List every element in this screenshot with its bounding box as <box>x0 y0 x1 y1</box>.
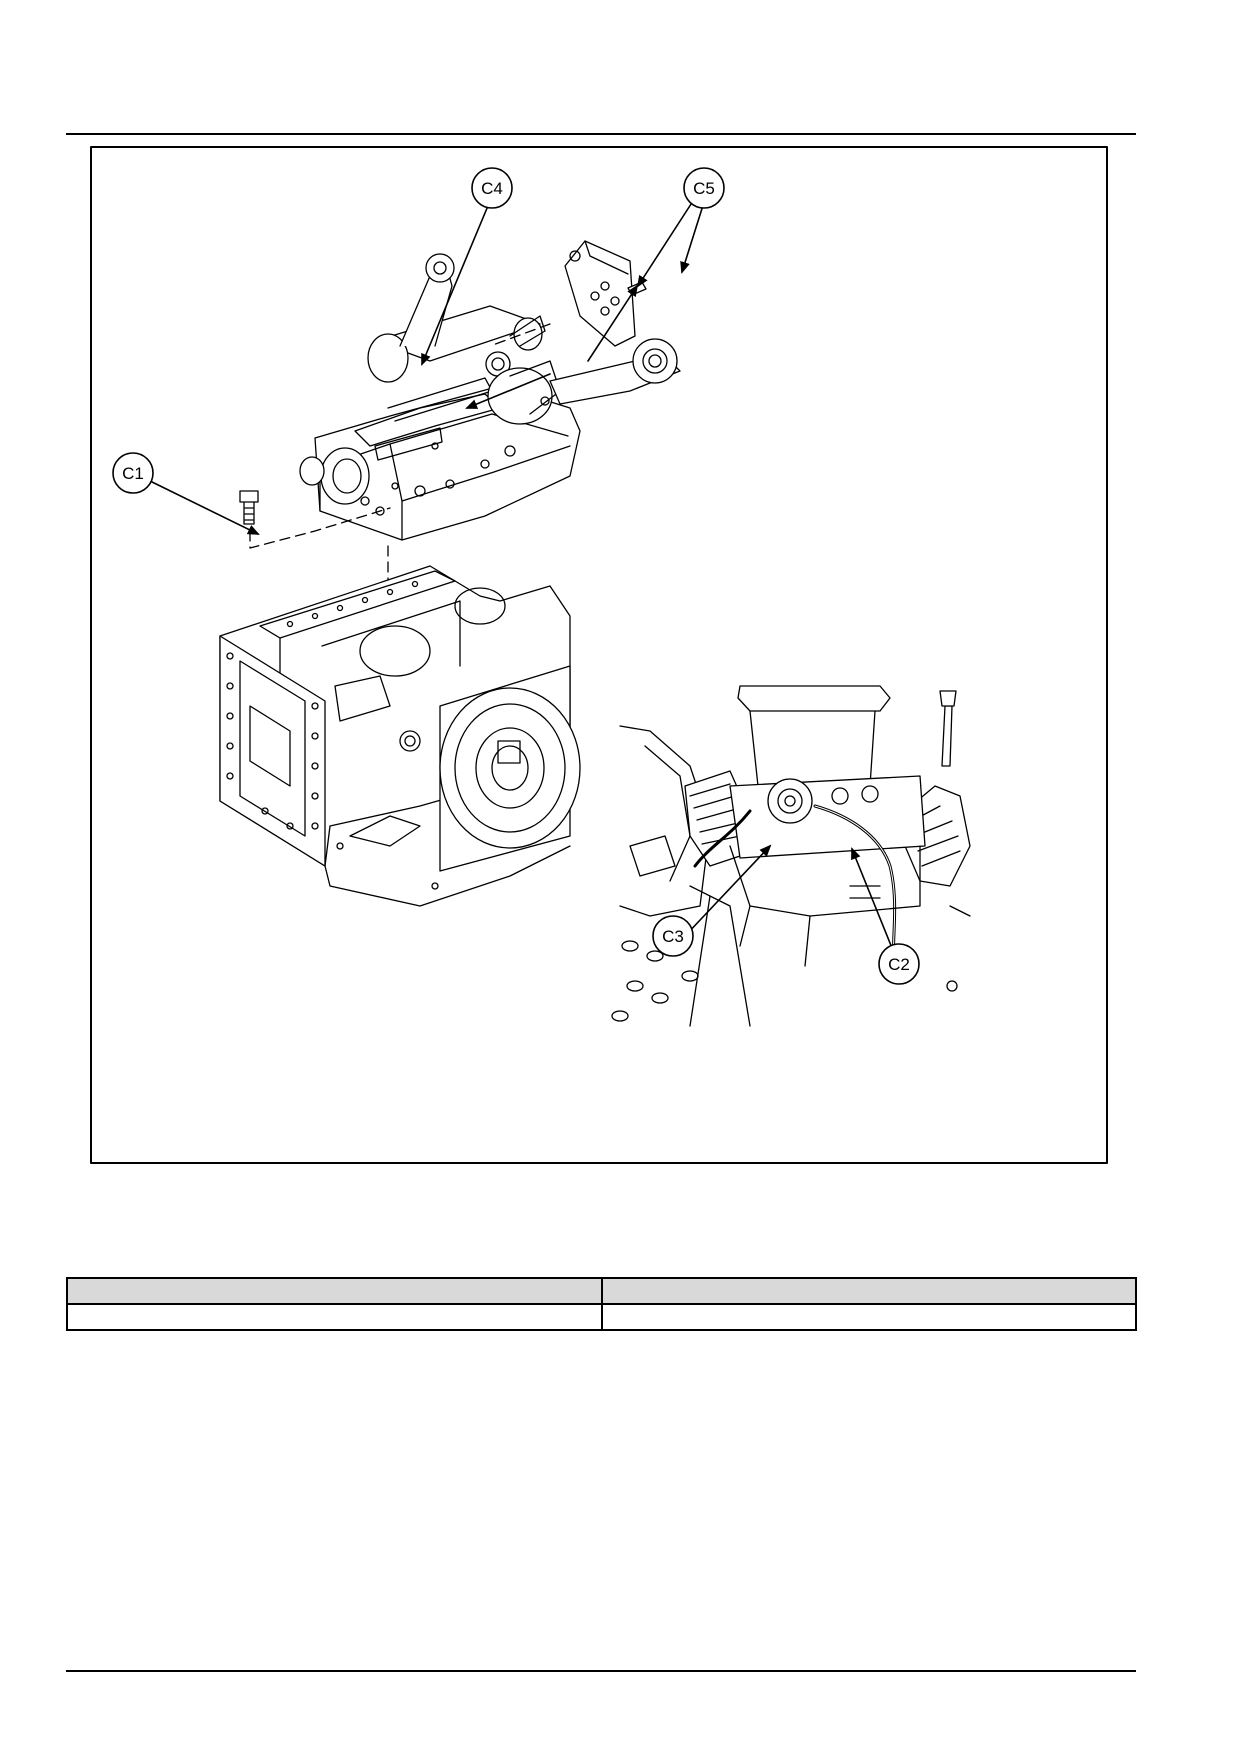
header-rule <box>66 133 1136 135</box>
lift-housing-drawing <box>299 240 681 541</box>
callout-leaders <box>147 198 706 535</box>
table-cell <box>600 1303 1137 1331</box>
svg-text:C5: C5 <box>693 179 715 198</box>
svg-text:C4: C4 <box>481 179 503 198</box>
callout-c3: C3 <box>652 915 694 957</box>
assembly-illustration: C1 C4 C5 C3 C2 <box>90 146 1108 1164</box>
figure-frame <box>90 146 1108 1164</box>
transmission-housing-drawing <box>219 565 581 907</box>
spec-table <box>66 1277 1137 1331</box>
svg-text:C2: C2 <box>888 955 910 974</box>
inset-detail-drawing <box>611 685 971 1027</box>
svg-text:C3: C3 <box>662 927 684 946</box>
footer-rule <box>66 1670 1136 1672</box>
table-cell <box>66 1303 603 1331</box>
callout-leaders-main <box>421 200 893 949</box>
table-header-row <box>66 1277 1137 1305</box>
callout-c1: C1 <box>112 452 154 494</box>
table-header-cell <box>600 1277 1137 1305</box>
table-row <box>66 1303 1137 1331</box>
table-header-cell <box>66 1277 603 1305</box>
svg-text:C1: C1 <box>122 464 144 483</box>
callout-c4: C4 <box>471 167 513 209</box>
callout-c2: C2 <box>878 943 920 985</box>
callout-c5: C5 <box>683 167 725 209</box>
